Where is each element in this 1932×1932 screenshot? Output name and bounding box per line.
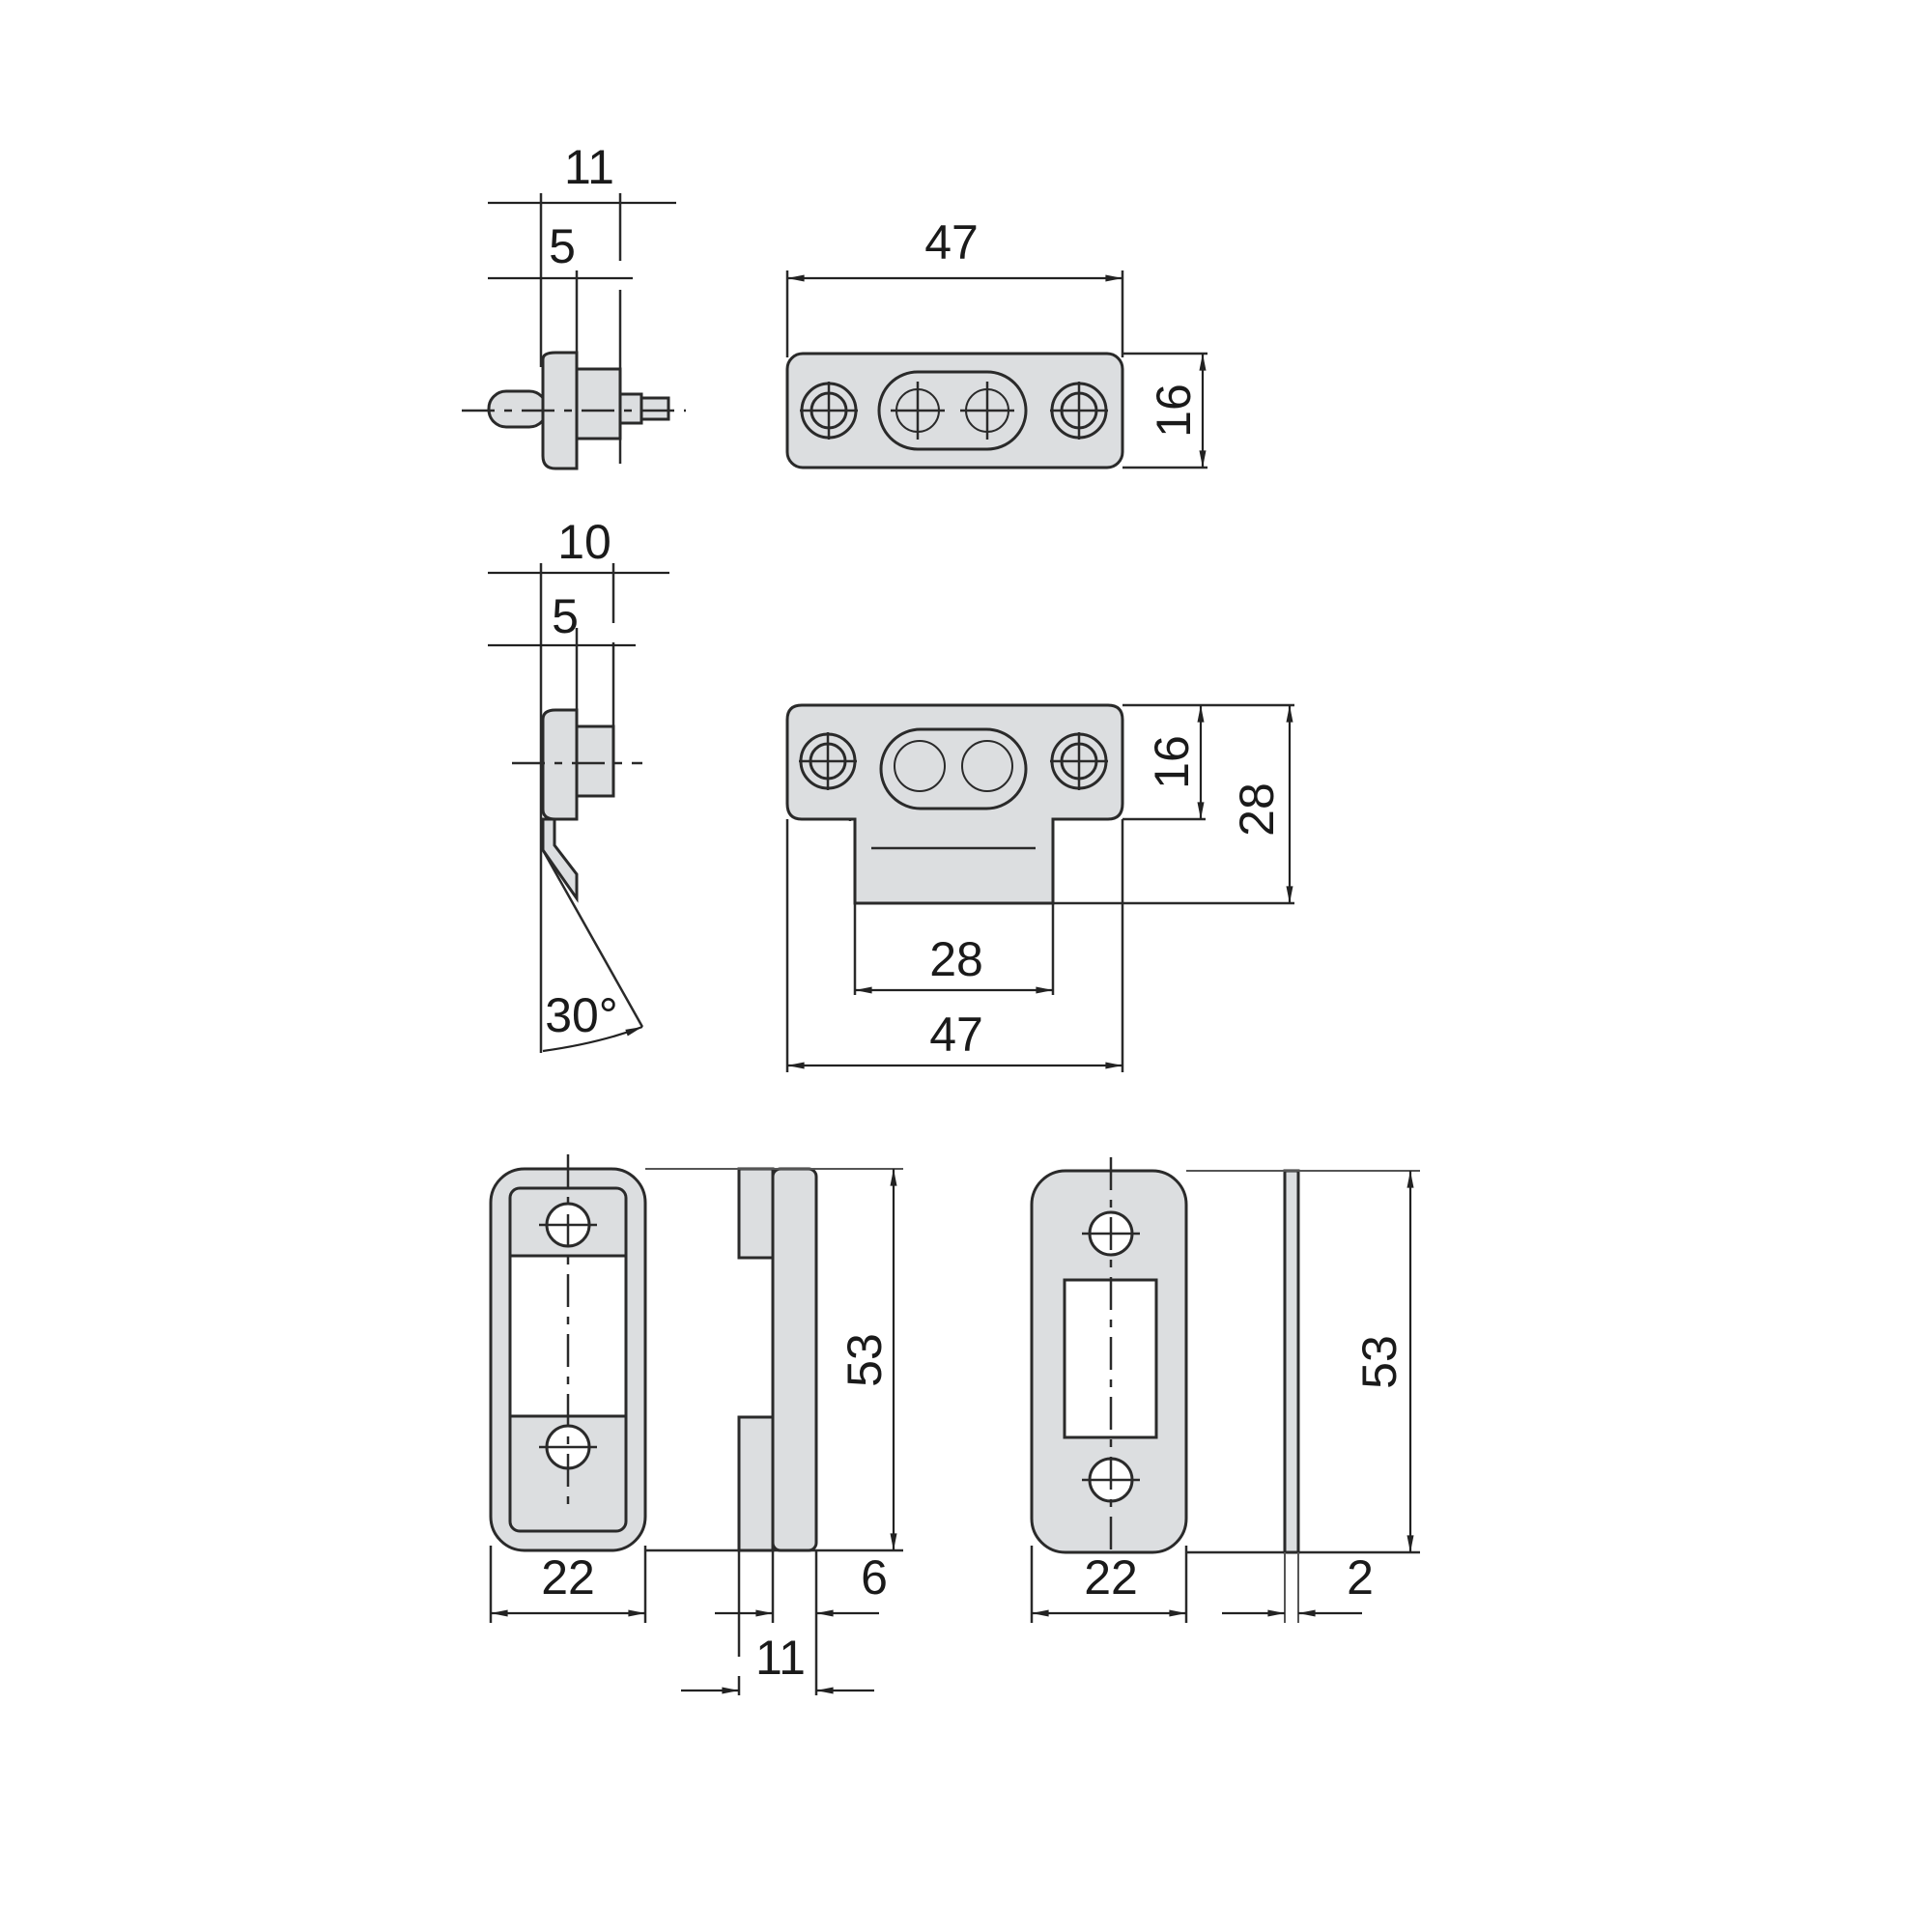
dim-label-16: 16	[1147, 384, 1201, 438]
strike-side-body	[771, 1167, 818, 1552]
view-bottom-left-side: 53 6 11	[645, 1167, 903, 1695]
dim-label-47b: 47	[929, 1008, 983, 1062]
dim-label-16b: 16	[1145, 735, 1199, 789]
view-middle-right-front: 16 28 28 47	[785, 703, 1294, 1072]
view-middle-left-side: 10 5 30°	[488, 515, 669, 1053]
view-bottom-right-front: 22	[1030, 1157, 1188, 1623]
dim-label-22: 22	[541, 1550, 595, 1605]
view-bottom-left-front: 22	[489, 1154, 647, 1623]
dim-label-53: 53	[838, 1333, 892, 1387]
view-top-right-front: 47 16	[785, 215, 1208, 469]
dim-label-22b: 22	[1084, 1550, 1138, 1605]
dim-label-11b: 11	[755, 1631, 806, 1685]
view-top-left-side: 11 5	[462, 140, 686, 470]
flange	[541, 708, 579, 821]
dim-label-6: 6	[861, 1550, 888, 1605]
plate	[785, 352, 1124, 469]
dim-label-2: 2	[1347, 1550, 1374, 1605]
dim-label-28v: 28	[1230, 782, 1284, 837]
dim-label-10: 10	[557, 515, 611, 569]
dim-label-5b: 5	[552, 589, 579, 643]
angle-arc	[542, 1025, 643, 1053]
dim-label-11: 11	[564, 140, 614, 194]
dim-label-5: 5	[549, 219, 576, 273]
flat-strike-side	[1283, 1169, 1300, 1554]
dim-label-53b: 53	[1352, 1335, 1406, 1389]
dim-label-47: 47	[924, 215, 979, 270]
flange	[541, 351, 579, 470]
view-bottom-right-side: 53 2	[1186, 1169, 1420, 1623]
body	[575, 724, 615, 798]
dim-label-28h: 28	[929, 932, 983, 986]
body	[575, 367, 622, 440]
bolt-pin	[487, 389, 549, 429]
dim-label-30deg: 30°	[545, 988, 618, 1042]
